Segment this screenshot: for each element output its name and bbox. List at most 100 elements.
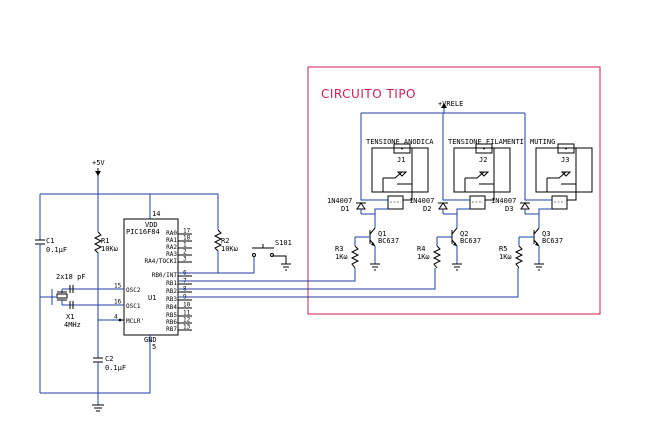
mcu-pin-rb7: RB7 13 xyxy=(166,324,192,333)
diode-ref: D3 xyxy=(505,205,513,213)
caps-value: 2x18 pF xyxy=(56,273,86,281)
transistor-part: BC637 xyxy=(542,237,563,245)
pin-number: 4 xyxy=(114,314,118,321)
resistor-value: 1Kω xyxy=(499,253,512,261)
diode-ref: D1 xyxy=(341,205,349,213)
resistor-ref: R4 xyxy=(417,245,425,253)
c2-value: 0.1µF xyxy=(105,364,126,372)
circuito-tipo-frame xyxy=(307,66,601,315)
c1-value: 0.1µF xyxy=(46,246,67,254)
x1-ref: X1 xyxy=(66,313,74,321)
pin-number: 16 xyxy=(114,299,122,306)
pin-number: 2 xyxy=(183,249,187,256)
mcu-pin-ra2: RA2 1 xyxy=(166,242,192,251)
main-ground-symbol xyxy=(92,404,104,412)
mcu-part: PIC16F84 xyxy=(126,228,160,236)
mcu-pin-rb4: RB4 10 xyxy=(166,302,192,311)
r2-ref: R2 xyxy=(221,237,229,245)
pin-name: RB6 xyxy=(166,319,177,326)
pin-name: RB2 xyxy=(166,288,177,295)
pin-number: 18 xyxy=(183,235,191,242)
pin-number: 12 xyxy=(183,317,191,324)
diode-part: 1N4007 xyxy=(409,197,434,205)
pin-name: MCLR' xyxy=(126,318,144,325)
driver-channels: TENSIONE ANODICAJ11N4007D1Q1BC637R31KωTE… xyxy=(327,113,593,271)
vdd-pin-num: 14 xyxy=(152,210,160,218)
pin-name: RB3 xyxy=(166,296,177,303)
mcu-pin-rb5: RB5 11 xyxy=(166,310,192,319)
c2-capacitor: C2 0.1µF xyxy=(93,320,126,393)
mcu-pin-osc2: OSC2 15 xyxy=(114,283,141,295)
mcu-pin-osc1: OSC1 16 xyxy=(114,299,141,311)
pin-name: RA3 xyxy=(166,251,177,258)
pin-number: 17 xyxy=(183,228,191,235)
s101-switch[interactable]: S101 xyxy=(178,239,292,274)
c2-ref: C2 xyxy=(105,355,113,363)
pin-number: 10 xyxy=(183,302,191,309)
mcu-pin-ra4-tocki: RA4/TOCKI 3 xyxy=(144,256,192,265)
plus5v-label: +5V xyxy=(92,159,105,167)
diode-part: 1N4007 xyxy=(491,197,516,205)
pin-number: 13 xyxy=(183,324,191,331)
mcu-ref: U1 xyxy=(148,294,156,302)
x1-crystal: X1 4MHz 2x18 pF xyxy=(56,273,86,329)
r1-ref: R1 xyxy=(101,237,109,245)
pin-number: 15 xyxy=(114,283,122,290)
pin-name: OSC1 xyxy=(126,303,141,310)
resistor-ref: R5 xyxy=(499,245,507,253)
s101-label: S101 xyxy=(275,239,292,247)
mcu-pin-ra0: RA0 17 xyxy=(166,228,192,237)
transistor-part: BC637 xyxy=(460,237,481,245)
pin-name: RB5 xyxy=(166,312,177,319)
resistor-value: 1Kω xyxy=(417,253,430,261)
transistor-ref: Q1 xyxy=(378,230,386,238)
jack-ref: J1 xyxy=(397,156,405,164)
mcu-pin-ra3: RA3 2 xyxy=(166,249,192,258)
pin-name: RA1 xyxy=(166,237,177,244)
diode-part: 1N4007 xyxy=(327,197,352,205)
pin-name: RB1 xyxy=(166,280,177,287)
transistor-ref: Q2 xyxy=(460,230,468,238)
vdd-label: VDD xyxy=(145,221,158,229)
pin-name: RB7 xyxy=(166,326,177,333)
jack-ref: J3 xyxy=(561,156,569,164)
pin-name: RB0/INT xyxy=(152,272,178,279)
mcu-pin-rb6: RB6 12 xyxy=(166,317,192,326)
diode-ref: D2 xyxy=(423,205,431,213)
r2-resistor: R2 10Kω xyxy=(213,229,238,253)
r1-resistor: R1 10Kω xyxy=(93,231,118,254)
resistor-value: 1Kω xyxy=(335,253,348,261)
gnd-pin-num: 5 xyxy=(152,343,156,351)
x1-value: 4MHz xyxy=(64,321,81,329)
r2-value: 10Kω xyxy=(221,245,238,253)
channel-name: MUTING xyxy=(530,138,555,146)
channel-name: TENSIONE ANODICA xyxy=(366,138,434,146)
pin-name: RA0 xyxy=(166,230,177,237)
channel-name: TENSIONE FILAMENTI xyxy=(448,138,524,146)
pin-name: RB4 xyxy=(166,304,177,311)
mcu-pin-ra1: RA1 18 xyxy=(166,235,192,244)
jack-ref: J2 xyxy=(479,156,487,164)
pin-number: 3 xyxy=(183,256,187,263)
transistor-ref: Q3 xyxy=(542,230,550,238)
pin-number: 11 xyxy=(183,310,191,317)
c1-ref: C1 xyxy=(46,237,54,245)
transistor-part: BC637 xyxy=(378,237,399,245)
pin-number: 1 xyxy=(183,242,187,249)
crystal-load-capacitors xyxy=(40,285,74,309)
pin-name: OSC2 xyxy=(126,287,141,294)
vrele-label: +VRELE xyxy=(438,100,463,108)
pin-name: RA4/TOCKI xyxy=(144,258,177,265)
pin-name: RA2 xyxy=(166,244,177,251)
plus5v-supply: +5V xyxy=(92,159,105,194)
mcu-pin-mclr-: MCLR' 4 xyxy=(114,314,144,326)
resistor-ref: R3 xyxy=(335,245,343,253)
r1-value: 10Kω xyxy=(101,245,118,253)
